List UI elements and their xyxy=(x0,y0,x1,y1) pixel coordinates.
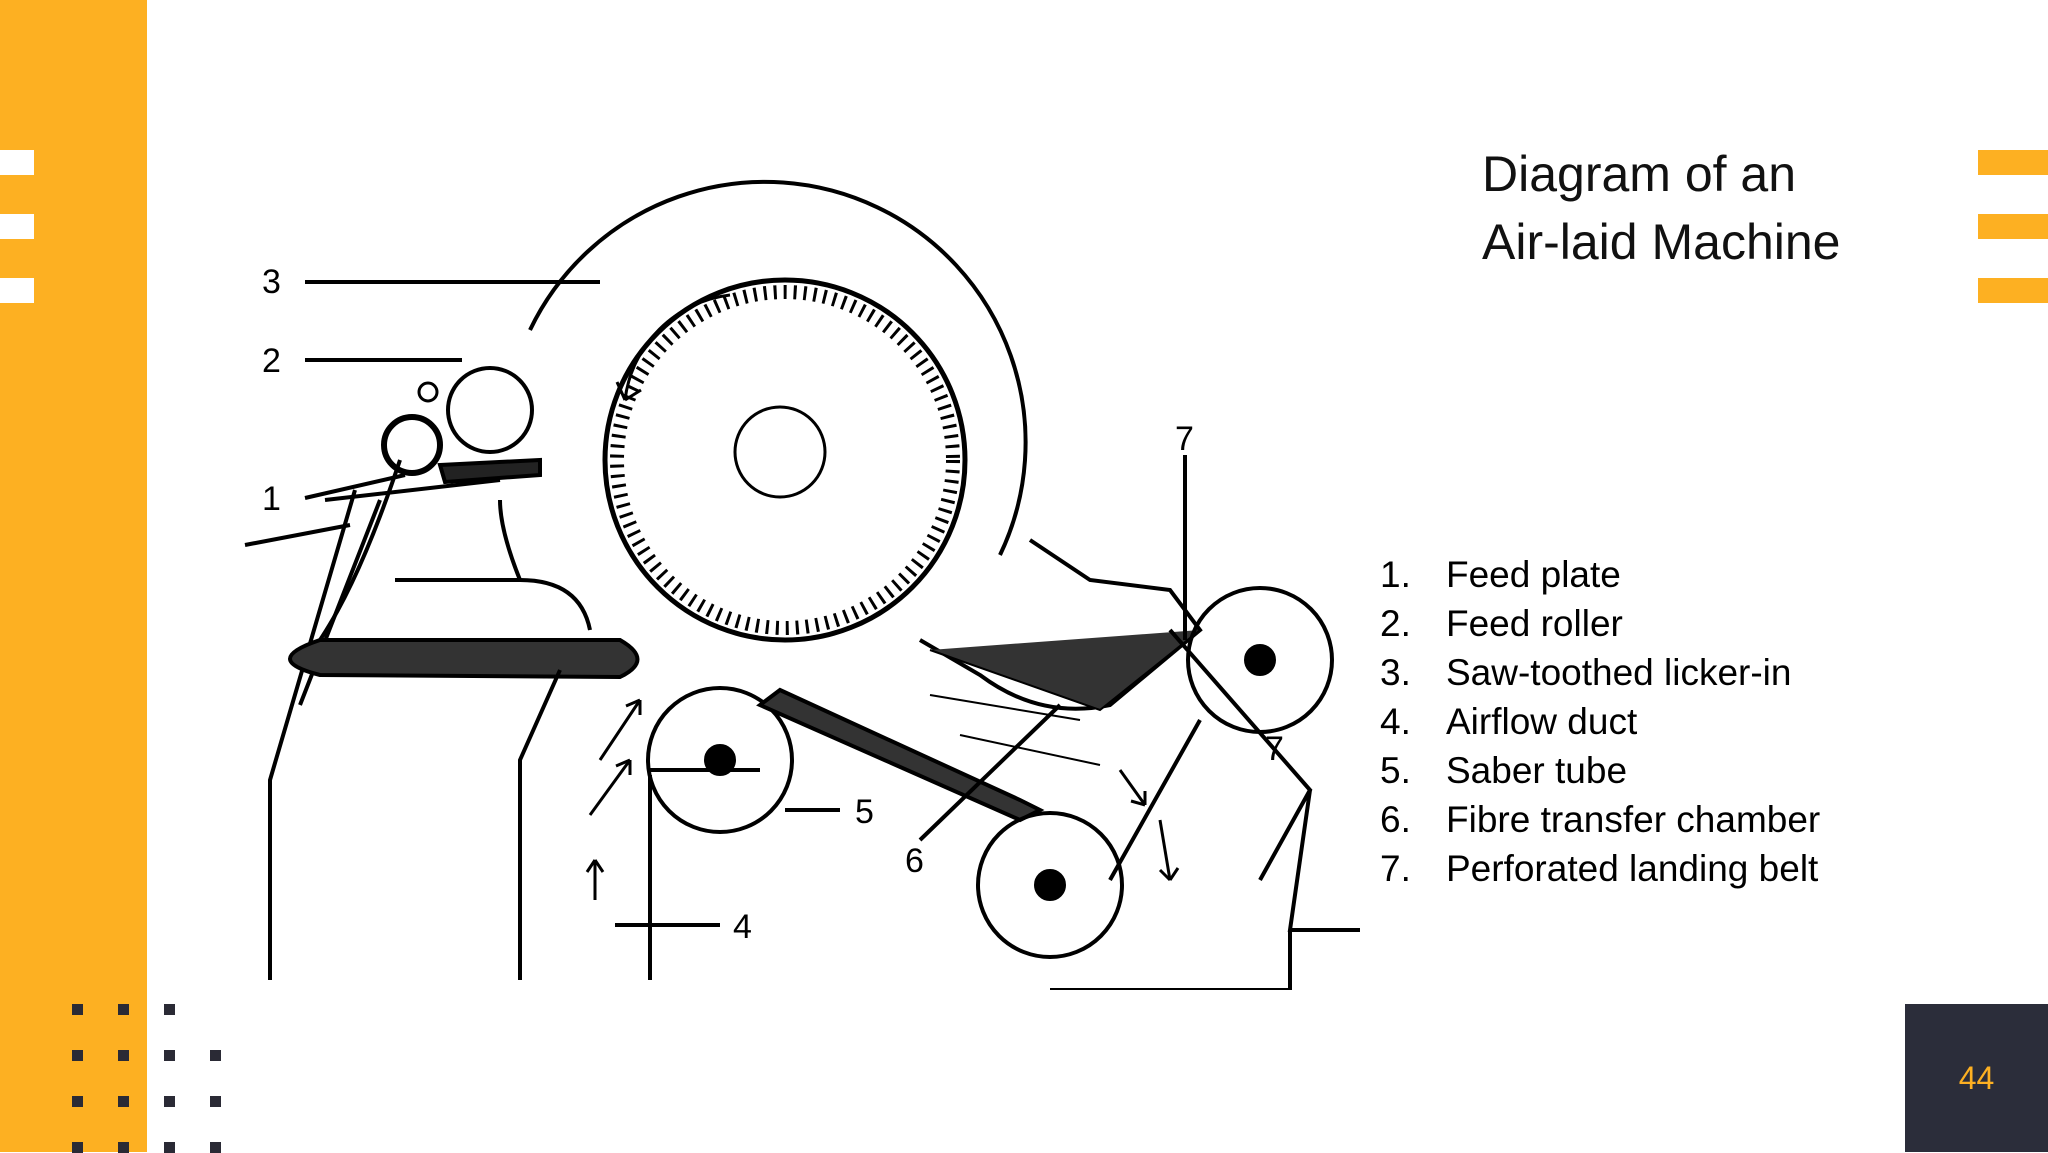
callout-label: 1 xyxy=(262,480,281,518)
legend-number: 2. xyxy=(1380,603,1411,644)
page-number-box: 44 xyxy=(1905,1004,2048,1152)
title-line-2: Air-laid Machine xyxy=(1482,214,1841,270)
callout-label: 5 xyxy=(855,793,874,831)
legend-number: 5. xyxy=(1380,750,1411,791)
diagram-legend: 1. Feed plate 2. Feed roller 3. Saw-toothed… xyxy=(1380,550,1820,893)
saber-tube-plate xyxy=(288,638,640,680)
right-accent-stripes xyxy=(1978,150,2048,342)
lower-belt-roller xyxy=(976,811,1124,959)
stripe xyxy=(1978,214,2048,239)
legend-label: Feed roller xyxy=(1446,603,1623,644)
callout-label: 6 xyxy=(905,842,924,880)
stripe xyxy=(1978,150,2048,175)
air-laid-machine-diagram: 3 2 1 7 5 6 4 7 xyxy=(244,179,1360,990)
licker-in-axle xyxy=(733,405,827,499)
legend-label: Saw-toothed licker-in xyxy=(1446,652,1792,693)
callout-label: 2 xyxy=(262,342,281,380)
rotation-arrow xyxy=(623,293,731,401)
saber-tube-roller xyxy=(646,686,794,834)
stripe xyxy=(0,214,34,239)
slide-title: Diagram of an Air-laid Machine xyxy=(1482,140,1942,276)
legend-number: 3. xyxy=(1380,652,1411,693)
dot-grid-decoration xyxy=(72,1004,272,1153)
callout-label: 4 xyxy=(733,908,752,946)
callout-label: 3 xyxy=(262,263,281,301)
left-bar-stripes xyxy=(0,150,34,342)
legend-item: 5. Saber tube xyxy=(1380,746,1820,795)
legend-item: 2. Feed roller xyxy=(1380,599,1820,648)
legend-label: Perforated landing belt xyxy=(1446,848,1819,889)
callout-label: 7 xyxy=(1175,420,1194,458)
callout-label: 7 xyxy=(1265,730,1284,768)
legend-item: 4. Airflow duct xyxy=(1380,697,1820,746)
legend-label: Saber tube xyxy=(1446,750,1628,791)
legend-number: 1. xyxy=(1380,554,1411,595)
legend-item: 6. Fibre transfer chamber xyxy=(1380,795,1820,844)
left-accent-bar xyxy=(0,0,147,1152)
legend-number: 6. xyxy=(1380,799,1411,840)
feed-roller xyxy=(446,366,534,454)
small-roller xyxy=(381,414,443,476)
seed-dot xyxy=(417,381,439,403)
legend-label: Fibre transfer chamber xyxy=(1446,799,1821,840)
legend-item: 7. Perforated landing belt xyxy=(1380,844,1820,893)
feed-plate xyxy=(437,457,542,485)
page-number: 44 xyxy=(1958,1060,1995,1096)
legend-label: Feed plate xyxy=(1446,554,1621,595)
title-line-1: Diagram of an xyxy=(1482,146,1797,202)
licker-in-teeth xyxy=(610,285,960,635)
licker-in-drum xyxy=(602,277,968,643)
stripe xyxy=(1978,278,2048,303)
licker-in-housing xyxy=(528,179,1028,556)
stripe xyxy=(0,150,34,175)
legend-number: 4. xyxy=(1380,701,1411,742)
legend-number: 7. xyxy=(1380,848,1411,889)
stripe xyxy=(0,278,34,303)
legend-label: Airflow duct xyxy=(1446,701,1638,742)
legend-item: 1. Feed plate xyxy=(1380,550,1820,599)
legend-item: 3. Saw-toothed licker-in xyxy=(1380,648,1820,697)
